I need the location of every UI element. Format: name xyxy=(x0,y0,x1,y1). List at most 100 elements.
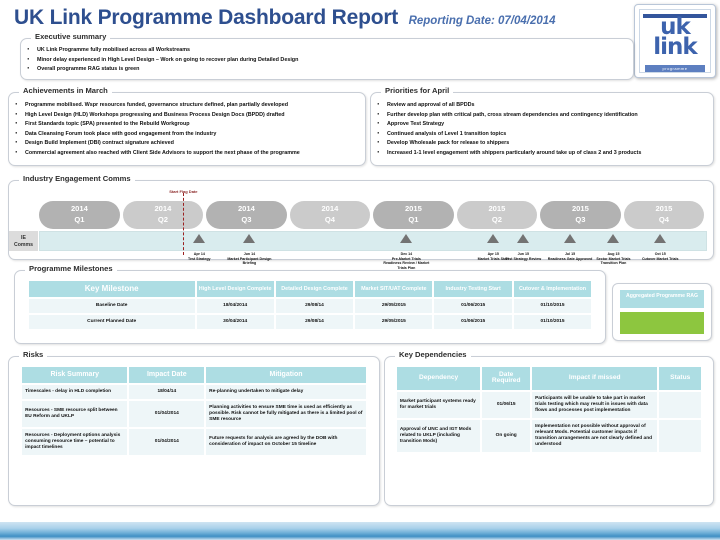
milestone-marker xyxy=(607,234,620,243)
quarter-year: 2014 xyxy=(70,204,88,213)
column-header: Detailed Design Complete xyxy=(275,281,354,298)
page-title: UK Link Programme Dashboard Report xyxy=(14,6,399,29)
executive-summary-box: Executive summary UK Link Programme full… xyxy=(20,32,634,80)
risk-cell: 18/04/14 xyxy=(129,385,205,400)
risk-cell: Future requests for analysis are agreed … xyxy=(206,429,366,456)
row-label: Current Planned Date xyxy=(28,315,195,330)
quarter-year: 2015 xyxy=(571,204,589,213)
quarter-year: 2014 xyxy=(154,204,172,213)
page-header: UK Link Programme Dashboard Report Repor… xyxy=(14,6,706,30)
milestone-date-cell: 01/10/2015 xyxy=(513,299,592,314)
milestone-marker xyxy=(564,234,577,243)
quarter-label: Q3 xyxy=(575,214,586,224)
priorities-legend: Priorities for April xyxy=(381,86,454,95)
risk-cell: Re-planning undertaken to mitigate delay xyxy=(206,385,366,400)
list-item: Further develop plan with critical path,… xyxy=(371,110,713,119)
priorities-box: Priorities for April Review and approval… xyxy=(370,86,714,166)
list-item: UK Link Programme fully mobilised across… xyxy=(21,45,633,54)
milestone-date-cell: 18/04/2014 xyxy=(196,299,274,314)
milestone-marker xyxy=(400,234,413,243)
swimlane-track xyxy=(39,231,707,251)
list-item: High Level Design (HLD) Workshops progre… xyxy=(9,110,365,119)
risk-cell: Timescales - delay in HLD completion xyxy=(22,385,128,400)
column-header: Key Milestone xyxy=(28,281,195,298)
column-header: Status xyxy=(659,367,702,390)
logo-subtext: programme xyxy=(645,65,705,72)
milestone-date-cell: 29/08/14 xyxy=(275,315,354,330)
milestone-date-cell: 01/06/2015 xyxy=(434,315,512,330)
milestone-marker xyxy=(487,234,500,243)
list-item: Overall programme RAG status is green xyxy=(21,64,633,73)
milestone-marker xyxy=(243,234,256,243)
column-header: Market SIT/UAT Complete xyxy=(355,281,433,298)
logo-bar-top xyxy=(643,14,707,18)
quarter-label: Q3 xyxy=(241,214,252,224)
column-header: Impact Date xyxy=(129,367,205,384)
quarter-label: Q1 xyxy=(408,214,419,224)
list-item: Increased 1-1 level engagement with ship… xyxy=(371,148,713,157)
programme-milestones-legend: Programme Milestones xyxy=(25,264,117,273)
list-item: First Standards topic (SPA) presented to… xyxy=(9,119,365,128)
table-row: Approval of UNC and IGT Mods related to … xyxy=(396,419,702,452)
dependencies-legend: Key Dependencies xyxy=(395,350,471,359)
column-header: Cutover & Implementation xyxy=(513,281,592,298)
list-item: Continued analysis of Level 1 transition… xyxy=(371,129,713,138)
quarter-label: Q1 xyxy=(74,214,85,224)
list-item: Review and approval of all BPDDs xyxy=(371,100,713,109)
risks-legend: Risks xyxy=(19,350,48,359)
column-header: Industry Testing Start xyxy=(434,281,512,298)
table-row: Market participant systems ready for mar… xyxy=(396,391,702,418)
dependency-cell: Implementation not possible without appr… xyxy=(532,419,658,452)
executive-summary-list: UK Link Programme fully mobilised across… xyxy=(21,45,633,73)
achievements-legend: Achievements in March xyxy=(19,86,112,95)
aggregated-rag-status xyxy=(620,312,704,334)
risk-cell: 01/04/2014 xyxy=(129,429,205,456)
quarter-year: 2015 xyxy=(488,204,506,213)
milestone-marker xyxy=(517,234,530,243)
milestone-marker xyxy=(654,234,667,243)
column-header: Date Required xyxy=(482,367,531,390)
aggregated-rag-box: Aggregated Programme RAG xyxy=(612,283,712,341)
row-label: Baseline Date xyxy=(28,299,195,314)
status-badge xyxy=(659,419,702,452)
start-flag-line xyxy=(182,193,184,255)
list-item: Data Cleansing Forum took place with goo… xyxy=(9,129,365,138)
priorities-list: Review and approval of all BPDDs Further… xyxy=(371,100,713,157)
dependency-cell: Market participant systems ready for mar… xyxy=(396,391,481,418)
milestone-marker xyxy=(193,234,206,243)
risk-cell: Planning activities to ensure SME time i… xyxy=(206,401,366,428)
dependency-cell: 01/06/15 xyxy=(482,391,531,418)
executive-summary-legend: Executive summary xyxy=(31,32,111,41)
industry-comms-legend: Industry Engagement Comms xyxy=(19,174,135,183)
quarter-year: 2015 xyxy=(404,204,422,213)
quarter-label: Q2 xyxy=(157,214,168,224)
dependency-cell: Approval of UNC and IGT Mods related to … xyxy=(396,419,481,452)
table-body: Market participant systems ready for mar… xyxy=(396,391,702,452)
list-item: Minor delay experienced in High Level De… xyxy=(21,55,633,64)
column-header: Dependency xyxy=(396,367,481,390)
milestone-date-cell: 01/06/2015 xyxy=(434,299,512,314)
